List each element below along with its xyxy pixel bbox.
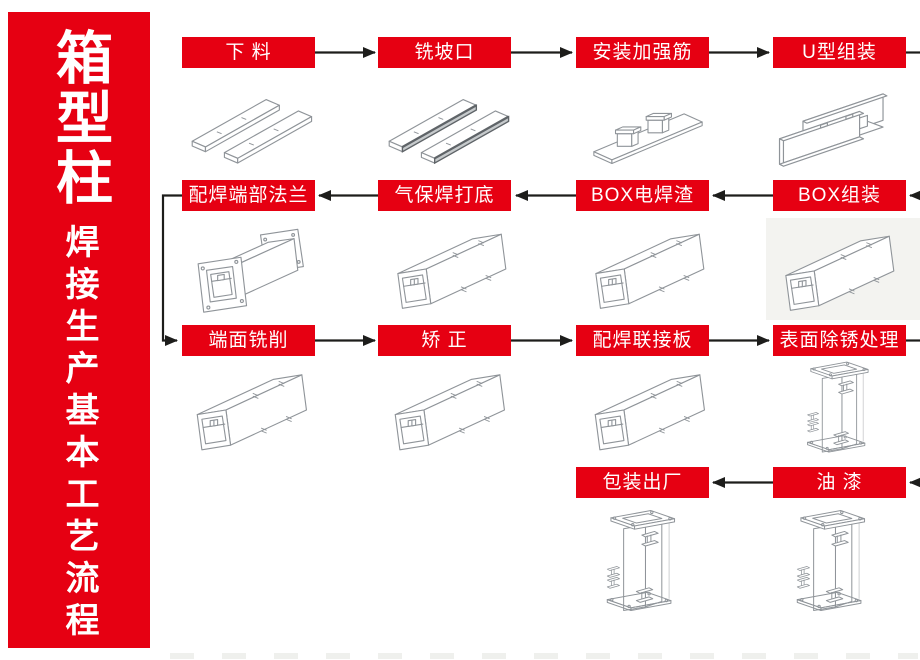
step-packing-shipping: 包装出厂 [576, 467, 709, 498]
banner-title: 箱型柱 [47, 28, 112, 208]
illustration-two-beveled-plates [383, 92, 511, 164]
step-rust-removal: 表面除锈处理 [773, 325, 906, 356]
step-blanking: 下 料 [182, 37, 315, 68]
illustration-box-column [595, 233, 705, 309]
illustration-upright-column [788, 506, 872, 626]
step-stiffener-install: 安装加强筋 [576, 37, 709, 68]
illustration-flanged-box-column [197, 228, 304, 313]
illustration-u-channel [778, 93, 888, 167]
side-banner: 箱型柱 焊接生产基本工艺流程 [8, 12, 150, 648]
step-box-electroslag-weld: BOX电焊渣 [576, 180, 709, 211]
illustration-box-column [785, 235, 895, 311]
step-u-assembly: U型组装 [773, 37, 906, 68]
step-gas-shield-backing: 气保焊打底 [378, 180, 511, 211]
illustration-upright-column [798, 358, 876, 466]
illustration-box-column [196, 374, 308, 451]
scan-edge-artifact [170, 653, 918, 659]
step-bevel-milling: 铣坡口 [378, 37, 511, 68]
arrow-elbow-row2-row3 [161, 194, 182, 346]
illustration-plate-with-stiffeners [588, 94, 708, 168]
step-end-face-milling: 端面铣削 [182, 325, 315, 356]
illustration-upright-column [598, 506, 682, 626]
banner-subtitle: 焊接生产基本工艺流程 [60, 224, 98, 644]
step-end-flange-welding: 配焊端部法兰 [182, 180, 315, 211]
illustration-box-column [594, 374, 706, 451]
step-connection-plates: 配焊联接板 [576, 325, 709, 356]
illustration-two-cut-plates [186, 92, 314, 164]
step-box-assembly: BOX组装 [773, 180, 906, 211]
step-painting: 油 漆 [773, 467, 906, 498]
step-straightening: 矫 正 [378, 325, 511, 356]
illustration-box-column [394, 374, 506, 451]
illustration-box-column [397, 233, 507, 309]
